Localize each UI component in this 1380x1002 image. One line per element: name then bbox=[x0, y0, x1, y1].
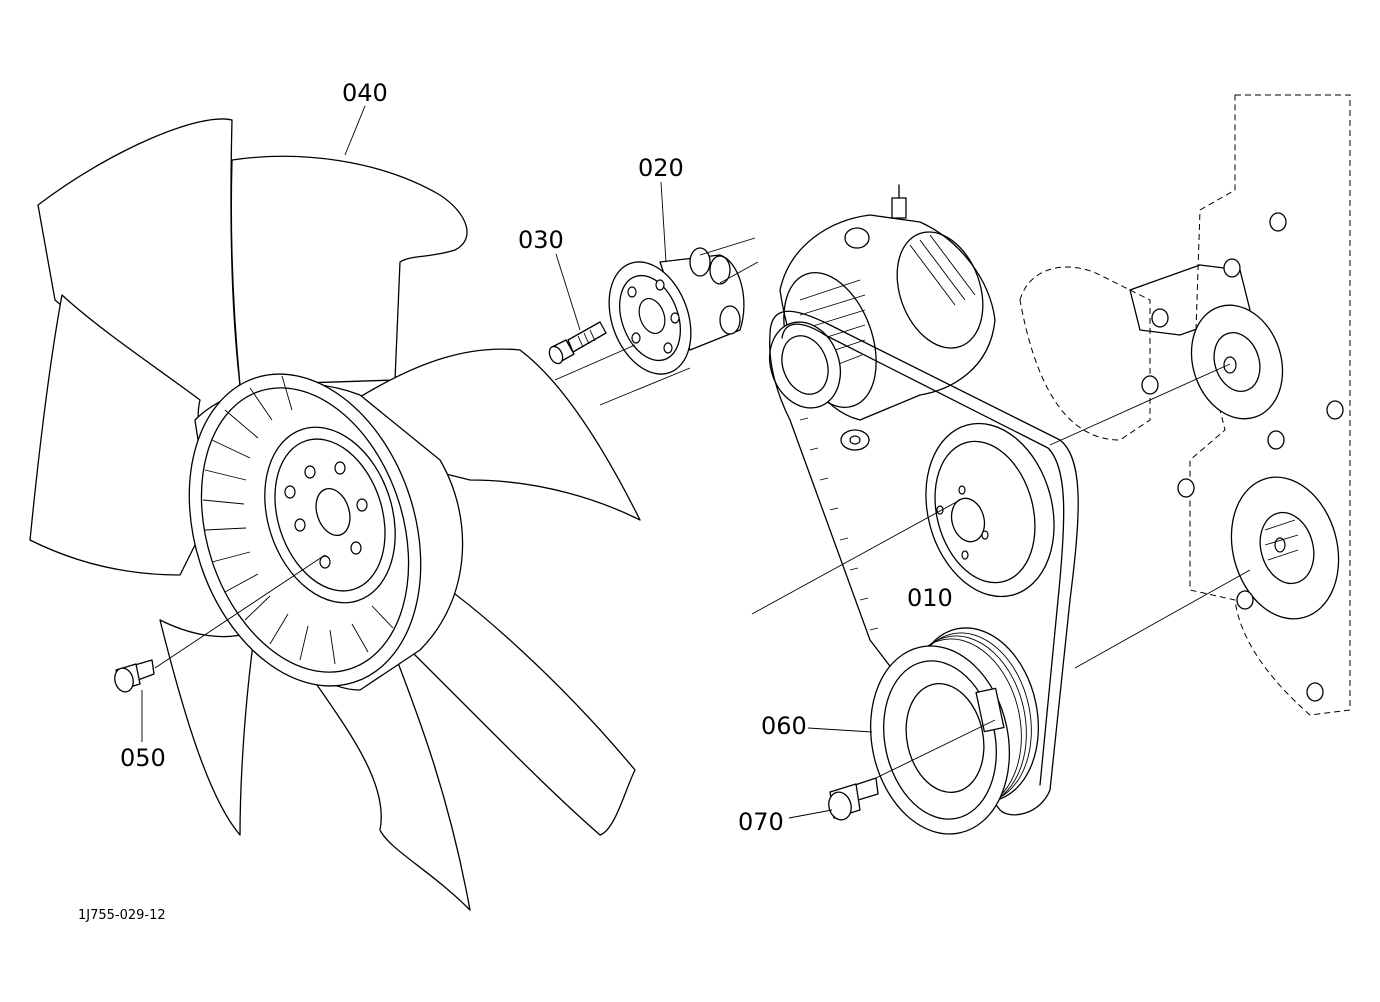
fan-hub-ribs bbox=[202, 375, 394, 665]
fan-blade-lower-right bbox=[409, 569, 636, 836]
fan-assembly bbox=[29, 118, 641, 911]
alternator bbox=[779, 184, 996, 451]
fan-blade-bottom bbox=[299, 654, 471, 911]
bolt-070 bbox=[828, 777, 879, 821]
fan-center-bore bbox=[315, 487, 351, 537]
crank-pulley bbox=[869, 645, 1011, 835]
fan-hub-bolt-holes bbox=[284, 461, 368, 569]
belt-and-pulleys bbox=[769, 184, 1079, 835]
engine-bolts bbox=[1141, 212, 1344, 702]
fan-blade-left bbox=[29, 294, 216, 576]
callout-070: 070 bbox=[738, 808, 784, 836]
drawing-reference: 1J755-029-12 bbox=[78, 908, 166, 923]
fan-blade-top bbox=[230, 155, 468, 386]
callouts: 040 020 030 010 050 060 070 bbox=[120, 79, 953, 836]
alignment-lines bbox=[154, 344, 1251, 779]
fan-blade-lower-left bbox=[159, 619, 256, 836]
callout-010: 010 bbox=[907, 584, 953, 612]
water-pump-pulley bbox=[925, 422, 1055, 598]
callout-060: 060 bbox=[761, 712, 807, 740]
callout-030: 030 bbox=[518, 226, 564, 254]
callout-050: 050 bbox=[120, 744, 166, 772]
v-belt bbox=[769, 310, 1079, 816]
callout-020: 020 bbox=[638, 154, 684, 182]
fan-spacer bbox=[608, 237, 759, 375]
bolt-050 bbox=[114, 659, 155, 693]
callout-040: 040 bbox=[342, 79, 388, 107]
engine-block bbox=[1019, 94, 1351, 716]
bolt-030 bbox=[548, 321, 607, 365]
